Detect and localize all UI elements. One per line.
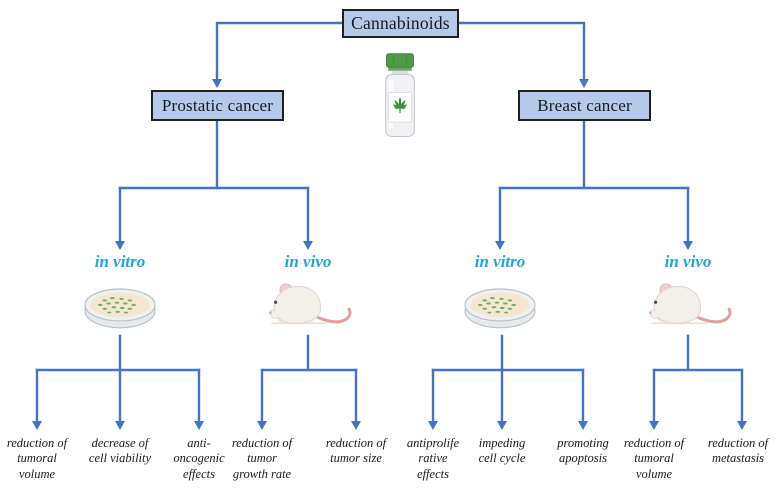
leaf-effect: antiprolife rative effects <box>406 436 460 481</box>
petri-dish-icon <box>464 288 536 329</box>
mouse-icon <box>648 283 732 325</box>
leaf-effect: reduction of tumor growth rate <box>231 436 293 481</box>
node-breast-cancer: Breast cancer <box>518 90 651 121</box>
group-label-prostatic-in-vitro: in vitro <box>94 252 146 271</box>
leaf-effect: decrease of cell viability <box>88 436 152 466</box>
leaf-effect: impeding cell cycle <box>478 436 526 466</box>
group-label-breast-in-vitro: in vitro <box>474 252 526 271</box>
prostatic-cancer-label: Prostatic cancer <box>161 95 274 115</box>
mouse-icon <box>268 283 352 325</box>
breast-cancer-label: Breast cancer <box>537 95 632 115</box>
leaf-effect: reduction of tumor size <box>325 436 387 466</box>
group-label-prostatic-in-vivo: in vivo <box>284 252 332 271</box>
leaf-effect: anti- oncogenic effects <box>173 436 225 481</box>
cannabis-bottle-icon <box>385 53 415 138</box>
group-label-breast-in-vivo: in vivo <box>664 252 712 271</box>
leaf-effect: reduction of metastasis <box>707 436 769 466</box>
root-label: Cannabinoids <box>351 13 450 33</box>
leaf-effect: promoting apoptosis <box>557 436 609 466</box>
leaf-effect: reduction of tumoral volume <box>623 436 685 481</box>
cannabis-leaf-icon <box>392 96 408 114</box>
node-prostatic-cancer: Prostatic cancer <box>151 90 284 121</box>
root-node-cannabinoids: Cannabinoids <box>342 9 459 38</box>
petri-dish-icon <box>84 288 156 329</box>
leaf-effect: reduction of tumoral volume <box>6 436 68 481</box>
